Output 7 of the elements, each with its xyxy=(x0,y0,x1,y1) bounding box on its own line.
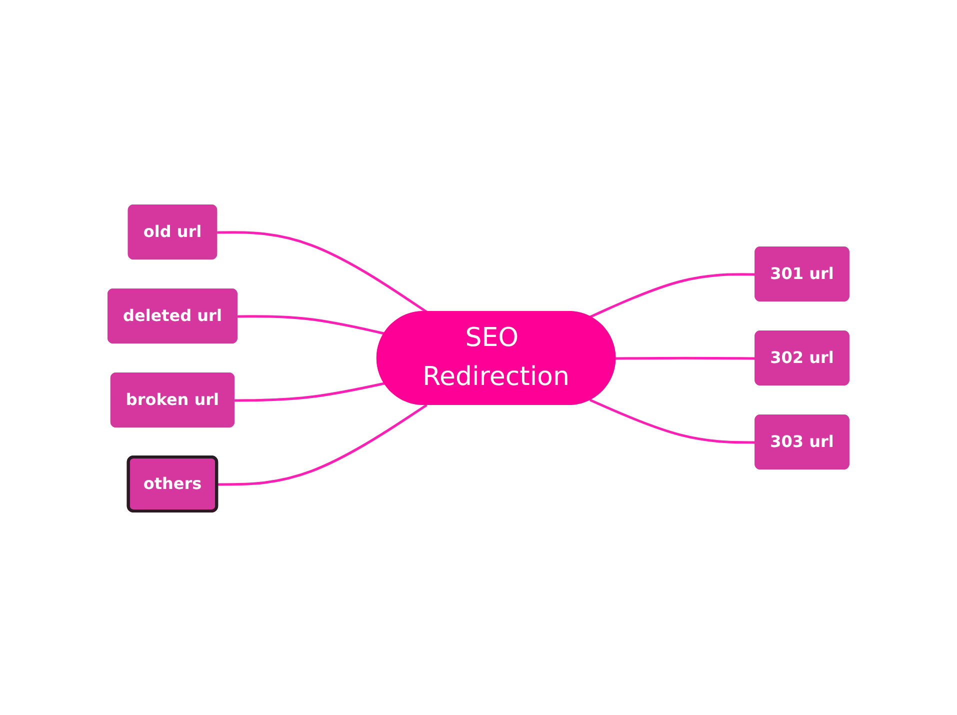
connector xyxy=(217,230,428,313)
connector xyxy=(217,403,428,486)
connector xyxy=(234,382,385,402)
connector xyxy=(616,356,756,360)
connector xyxy=(590,272,756,318)
connector xyxy=(238,314,385,334)
connector xyxy=(590,398,756,444)
